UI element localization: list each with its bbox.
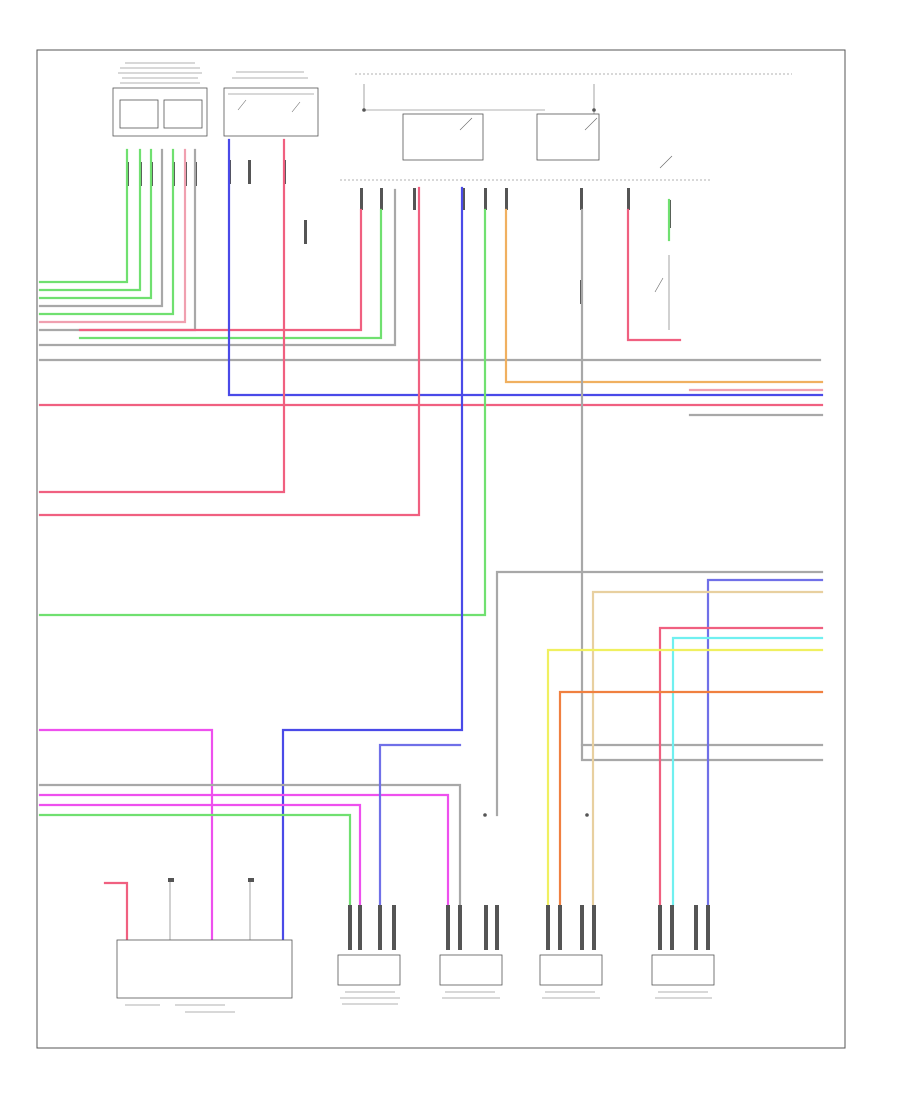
sensor-label-lines <box>340 991 712 1005</box>
module-box-top-center <box>223 87 319 137</box>
wire-blue-r2 <box>706 578 824 907</box>
sensor-box-3 <box>539 954 603 986</box>
wire-red-ground <box>626 208 682 342</box>
sensor-fuel-details <box>125 878 254 1013</box>
module-center-switches <box>228 93 314 113</box>
wire-yellow-r6 <box>546 648 824 907</box>
connector-pins-top <box>126 160 671 304</box>
relay-box-1 <box>402 113 484 161</box>
sensor-box-1 <box>337 954 401 986</box>
module-inner-a <box>119 99 159 129</box>
wire-green-b4 <box>38 813 352 907</box>
wire-blue-b5 <box>378 743 462 907</box>
wire-blue-long <box>227 138 824 397</box>
diagram-frame <box>36 49 846 1049</box>
wire-orange-right <box>504 208 824 384</box>
wire-pink-left <box>38 728 214 942</box>
wire-orange-r7 <box>558 690 824 907</box>
wire-gray-center <box>580 208 824 762</box>
wire-green-3 <box>38 148 153 300</box>
wire-blue-down <box>281 186 464 942</box>
wire-gray-b1 <box>38 783 462 907</box>
wire-green-b <box>78 208 383 340</box>
wire-gray-left-4 <box>38 148 164 308</box>
sensor-box-fuel <box>116 939 293 999</box>
wire-green-1 <box>38 148 129 284</box>
wire-tan-r3 <box>591 590 824 907</box>
wire-red-r4 <box>658 626 824 907</box>
wire-green-long <box>38 208 487 617</box>
relay-box-2 <box>536 113 600 161</box>
wire-pink-b3 <box>38 803 362 907</box>
wire-cyan-r5 <box>671 636 824 907</box>
wire-gray-left-7 <box>38 148 197 332</box>
wire-pink-6 <box>38 148 187 324</box>
wire-red-a <box>78 208 363 332</box>
wire-gray-c <box>38 188 397 347</box>
sensor-box-2 <box>439 954 503 986</box>
wire-red-fuse <box>38 186 421 517</box>
wire-gray-r1 <box>495 570 824 817</box>
wire-green-2 <box>38 148 142 292</box>
module-label-lines <box>118 62 202 84</box>
junction-dots <box>362 108 596 817</box>
wire-red-accessory <box>38 138 286 494</box>
wire-green-5 <box>38 148 175 316</box>
module-inner-b <box>163 99 203 129</box>
wire-red-sensor <box>103 881 129 942</box>
module-center-label-lines <box>232 71 308 79</box>
sensor-box-4 <box>651 954 715 986</box>
connector-pins-bottom <box>348 905 710 950</box>
wire-pink-b2 <box>38 793 450 907</box>
